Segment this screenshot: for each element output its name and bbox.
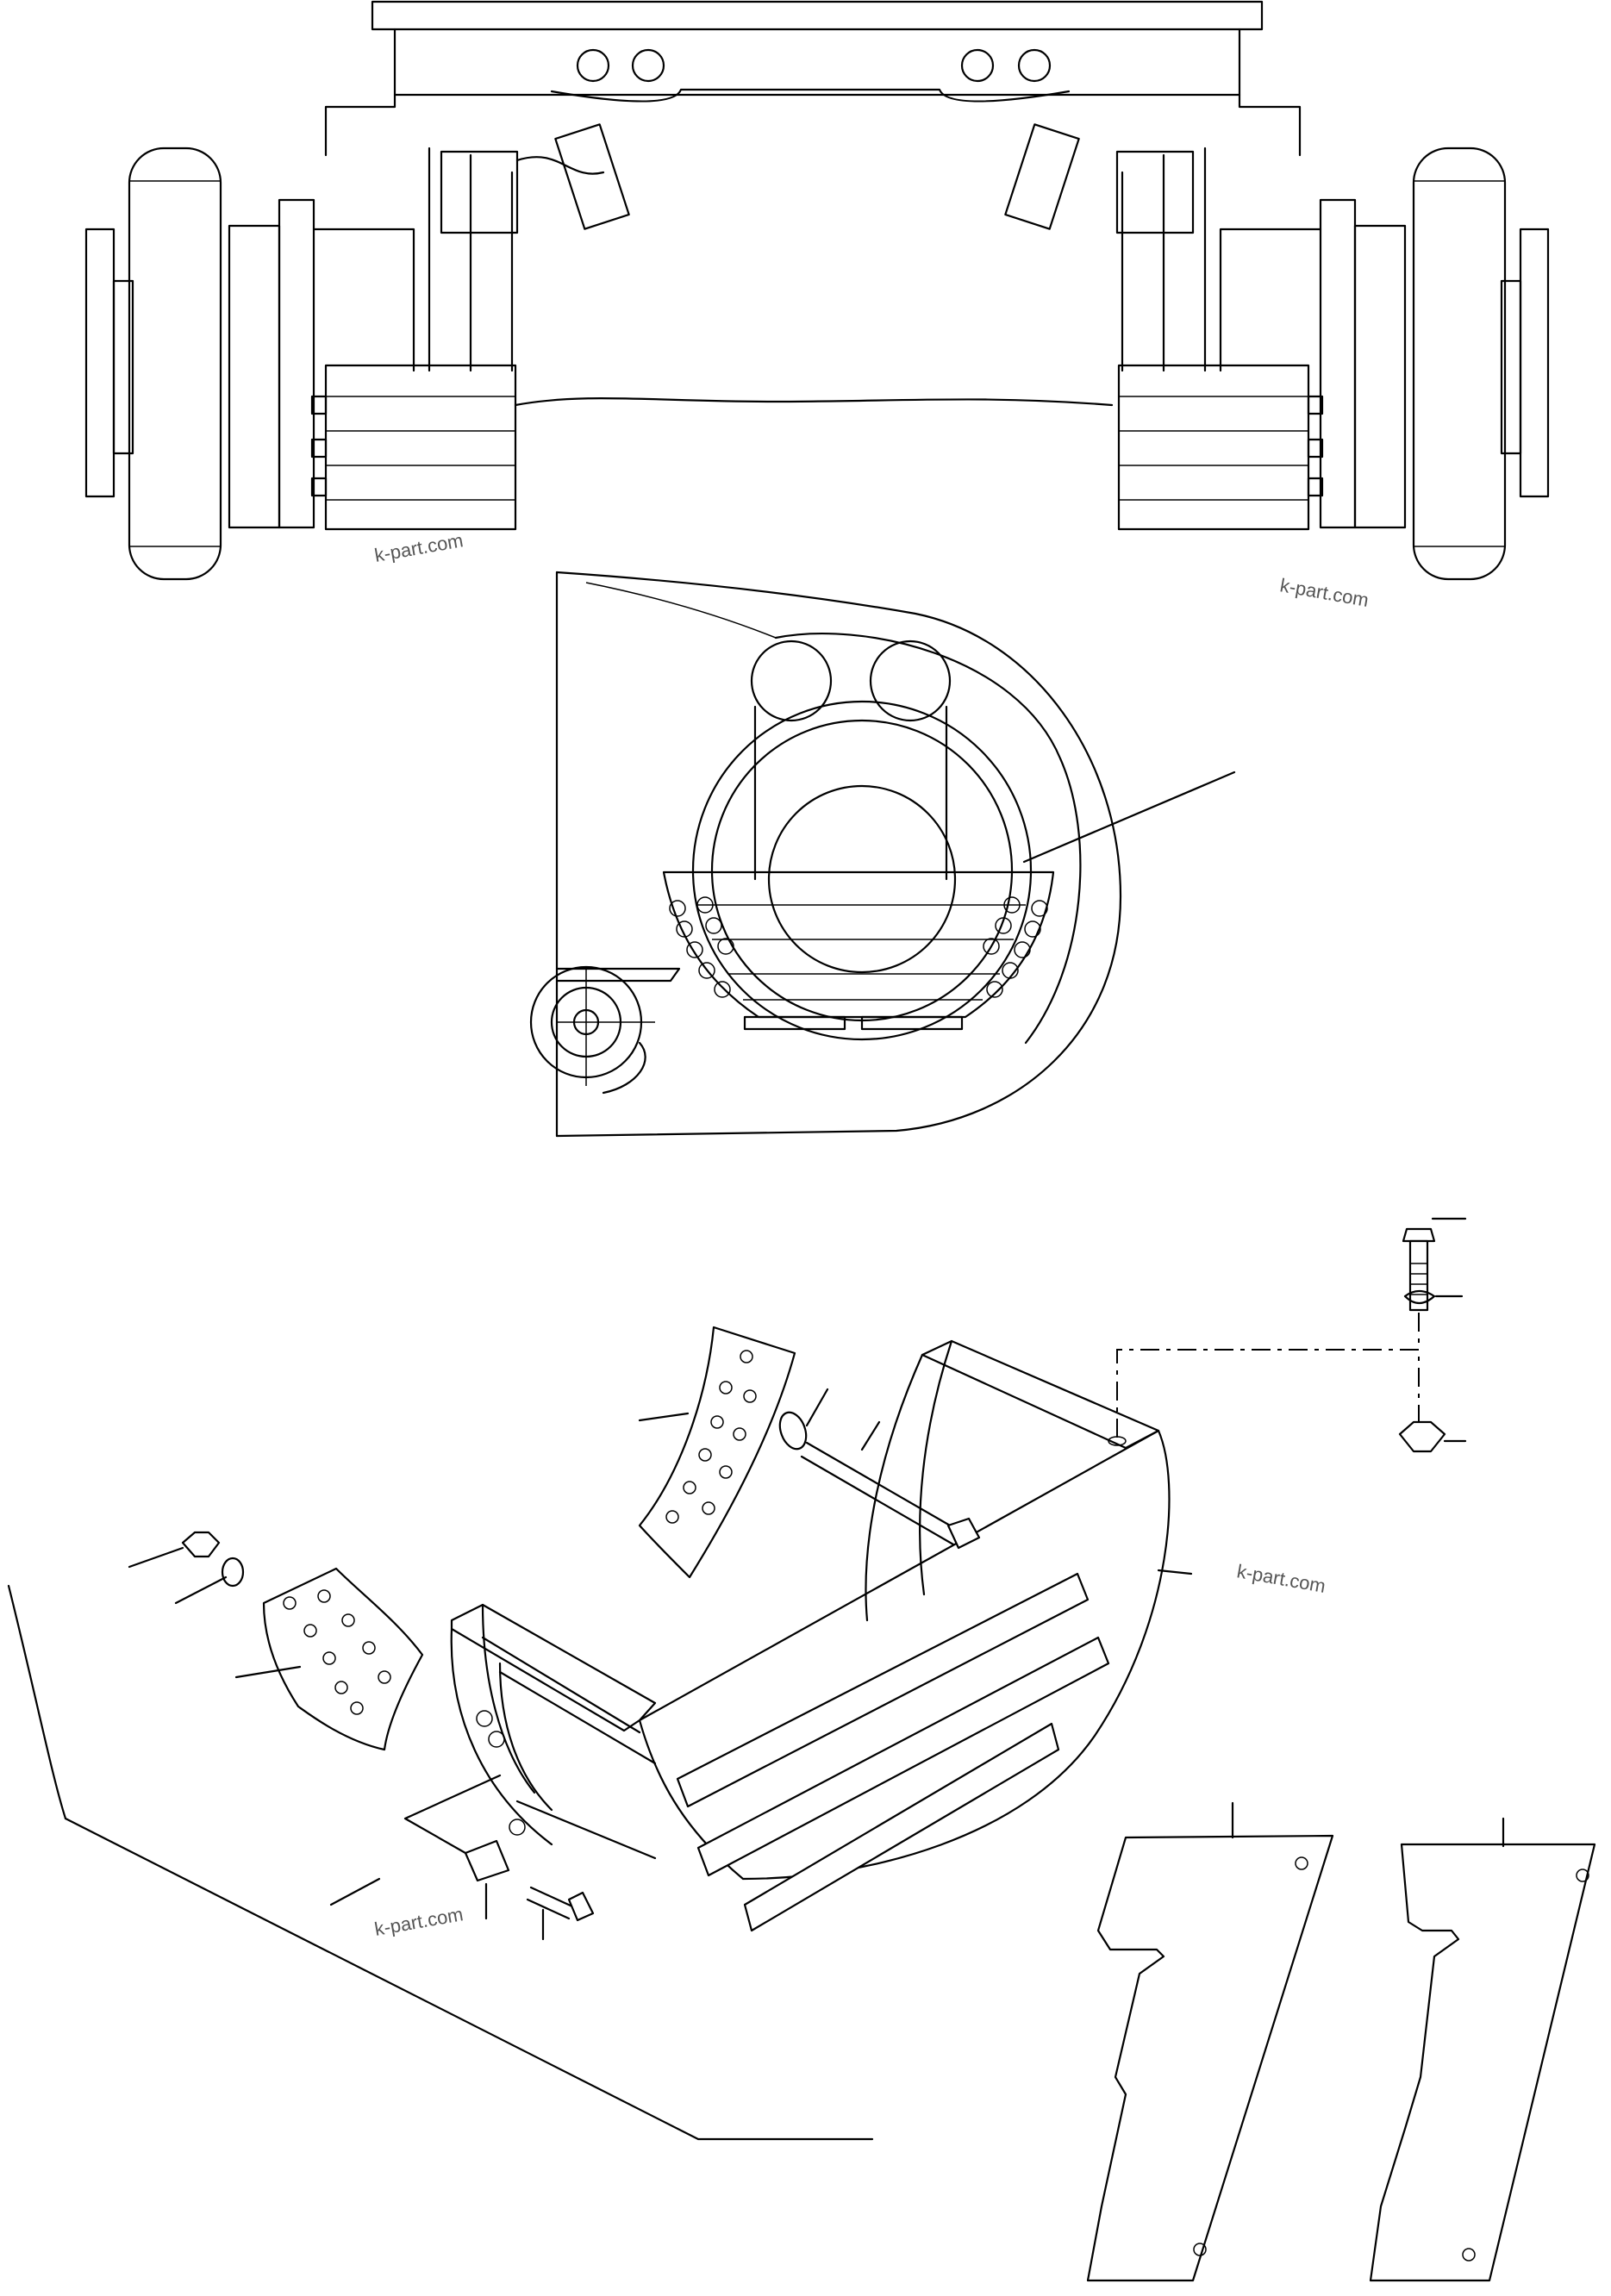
bolt-vertical — [1402, 1217, 1467, 1312]
watermark-2: k-part.com — [1278, 574, 1371, 611]
counterweight-bolt-holes — [669, 896, 1048, 998]
watermark-4: k-part.com — [373, 1903, 465, 1940]
installed-counterweight-view — [529, 571, 1236, 1138]
watermark-1: k-part.com — [373, 529, 465, 566]
exploded-counterweight-view — [7, 1217, 1596, 2282]
side-plate-left — [1086, 1801, 1334, 2282]
axle-assembly-view — [84, 0, 1550, 581]
side-plate-right — [1369, 1817, 1596, 2282]
watermark-3: k-part.com — [1235, 1560, 1327, 1597]
